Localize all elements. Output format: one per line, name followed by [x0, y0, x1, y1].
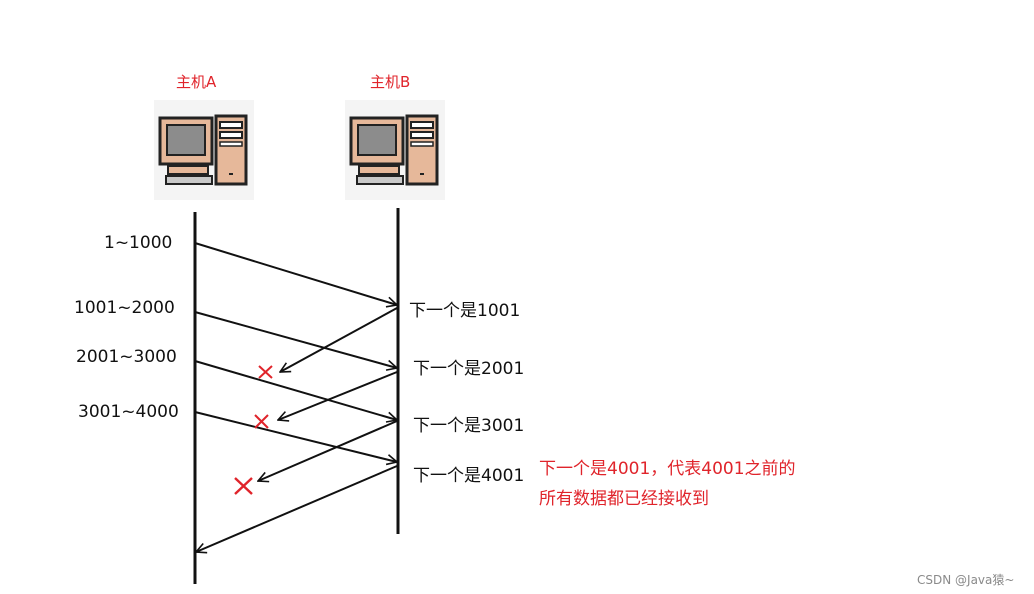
ack-arrow-4	[196, 465, 398, 552]
note-line-1: 下一个是4001，代表4001之前的	[539, 459, 796, 479]
ack-arrow-2	[278, 371, 398, 420]
ack-label-4: 下一个是4001	[413, 466, 525, 486]
loss-mark-1	[258, 365, 273, 379]
ack-label-1: 下一个是1001	[409, 301, 521, 321]
note-line-2: 所有数据都已经接收到	[539, 489, 709, 509]
host-b-label: 主机B	[370, 73, 411, 91]
ack-arrow-1	[280, 307, 398, 373]
cumulative-ack-note: 下一个是4001，代表4001之前的 所有数据都已经接收到	[539, 454, 796, 514]
segment-label-4: 3001~4000	[78, 402, 179, 422]
ack-label-3: 下一个是3001	[413, 416, 525, 436]
segment-arrow-2	[194, 311, 397, 368]
watermark: CSDN @Java猿~	[917, 573, 1015, 587]
ack-arrow-3	[258, 420, 398, 481]
segment-label-1: 1~1000	[104, 233, 173, 253]
segment-label-2: 1001~2000	[74, 298, 175, 318]
ack-label-2: 下一个是2001	[413, 359, 525, 379]
segment-arrow-4	[194, 411, 397, 462]
host-a-computer-icon	[152, 98, 256, 202]
host-b-computer-icon	[343, 98, 447, 202]
loss-mark-2	[254, 414, 269, 429]
loss-mark-3	[234, 477, 253, 495]
segment-arrow-1	[194, 242, 397, 305]
host-a-label: 主机A	[176, 73, 217, 91]
segment-label-3: 2001~3000	[76, 347, 177, 367]
segment-arrow-3	[194, 360, 397, 420]
